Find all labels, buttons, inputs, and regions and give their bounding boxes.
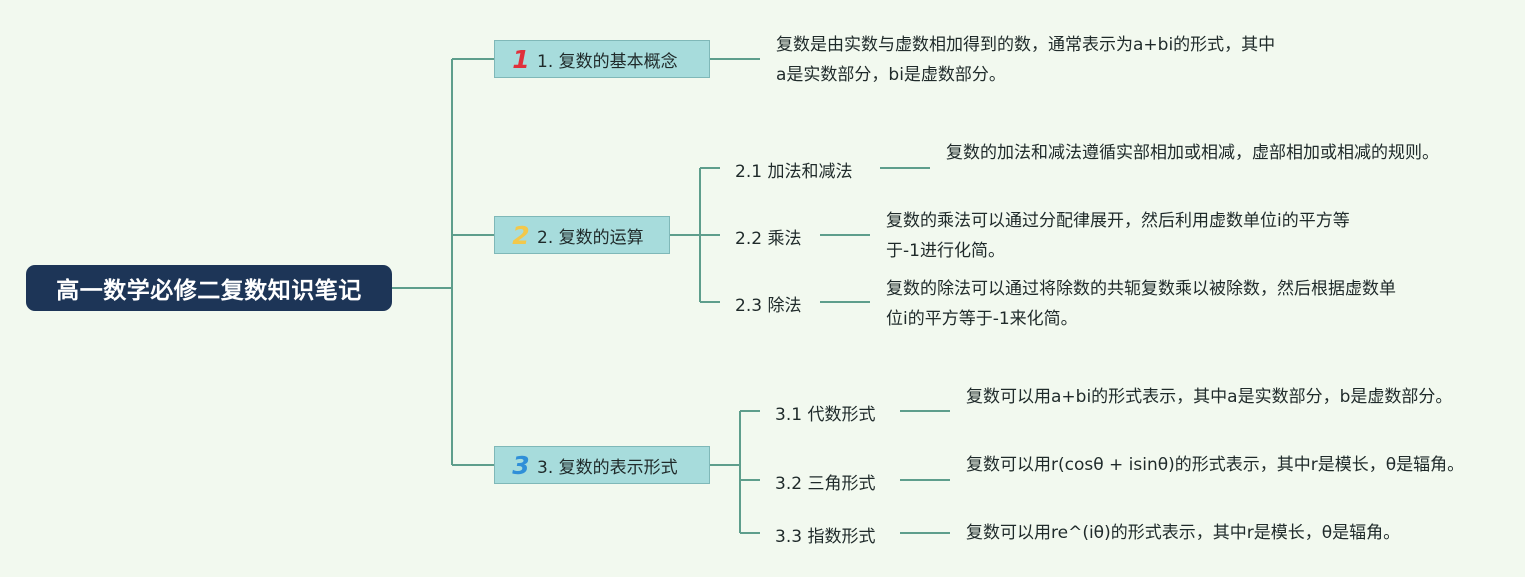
description-2-2: 复数的乘法可以通过分配律展开，然后利用虚数单位i的平方等于-1进行化简。 <box>886 211 1350 261</box>
description-3-3: 复数可以用re^(iθ)的形式表示，其中r是模长，θ是辐角。 <box>966 523 1401 543</box>
branch-node-1[interactable]: 1 1. 复数的基本概念 <box>494 40 710 78</box>
description-2-3: 复数的除法可以通过将除数的共轭复数乘以被除数，然后根据虚数单位i的平方等于-1来… <box>886 279 1396 329</box>
description-2-1: 复数的加法和减法遵循实部相加或相减，虚部相加或相减的规则。 <box>946 143 1439 163</box>
number-icon-2: 2 <box>512 220 530 250</box>
branch-label-2: 2. 复数的运算 <box>537 227 644 248</box>
branch-node-2[interactable]: 2 2. 复数的运算 <box>494 216 670 254</box>
root-node[interactable]: 高一数学必修二复数知识笔记 <box>26 265 392 311</box>
number-icon-1: 1 <box>512 44 530 74</box>
sub-node-3-2[interactable]: 3.2 三角形式 <box>775 474 876 494</box>
branch-label-3: 3. 复数的表示形式 <box>537 457 678 478</box>
description-3-1: 复数可以用a+bi的形式表示，其中a是实数部分，b是虚数部分。 <box>966 387 1453 407</box>
sub-node-2-3[interactable]: 2.3 除法 <box>735 296 802 316</box>
branch-label-1: 1. 复数的基本概念 <box>537 51 678 72</box>
sub-node-2-2[interactable]: 2.2 乘法 <box>735 229 802 249</box>
sub-node-3-3[interactable]: 3.3 指数形式 <box>775 527 876 547</box>
branch-node-3[interactable]: 3 3. 复数的表示形式 <box>494 446 710 484</box>
sub-node-2-1[interactable]: 2.1 加法和减法 <box>735 162 853 182</box>
number-icon-3: 3 <box>512 450 530 480</box>
description-3-2: 复数可以用r(cosθ + isinθ)的形式表示，其中r是模长，θ是辐角。 <box>966 455 1465 475</box>
description-1: 复数是由实数与虚数相加得到的数，通常表示为a+bi的形式，其中a是实数部分，bi… <box>776 35 1276 85</box>
sub-node-3-1[interactable]: 3.1 代数形式 <box>775 405 876 425</box>
